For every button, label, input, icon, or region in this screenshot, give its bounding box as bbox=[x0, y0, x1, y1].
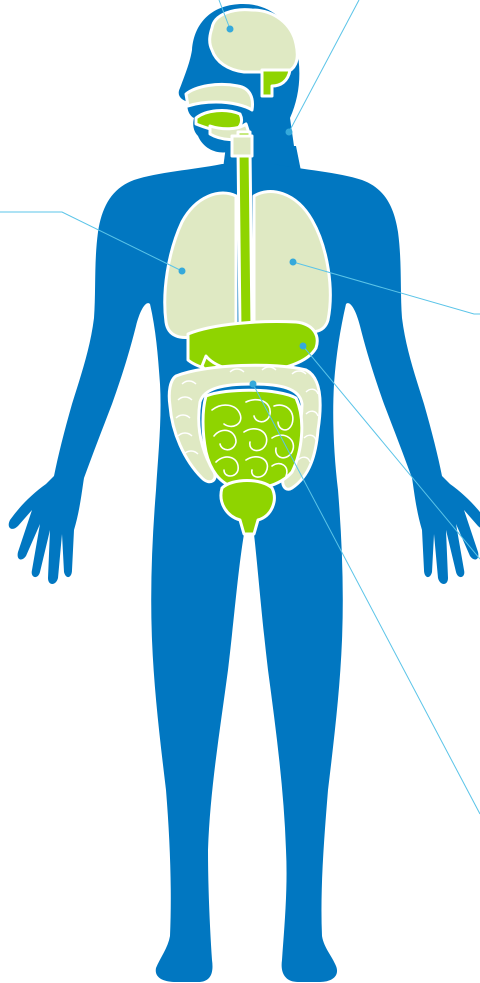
esophagus-icon bbox=[238, 132, 252, 330]
leader-dot-brain bbox=[227, 26, 234, 33]
leader-dot-right-lung bbox=[290, 259, 297, 266]
brain-icon bbox=[210, 10, 298, 72]
leader-dot-neck bbox=[286, 129, 293, 136]
larynx-icon bbox=[232, 136, 252, 156]
leader-dot-stomach bbox=[300, 343, 307, 350]
leader-dot-left-lung bbox=[179, 268, 186, 275]
leader-dot-large-intestine bbox=[250, 381, 257, 388]
leader-line-neck bbox=[289, 0, 359, 132]
